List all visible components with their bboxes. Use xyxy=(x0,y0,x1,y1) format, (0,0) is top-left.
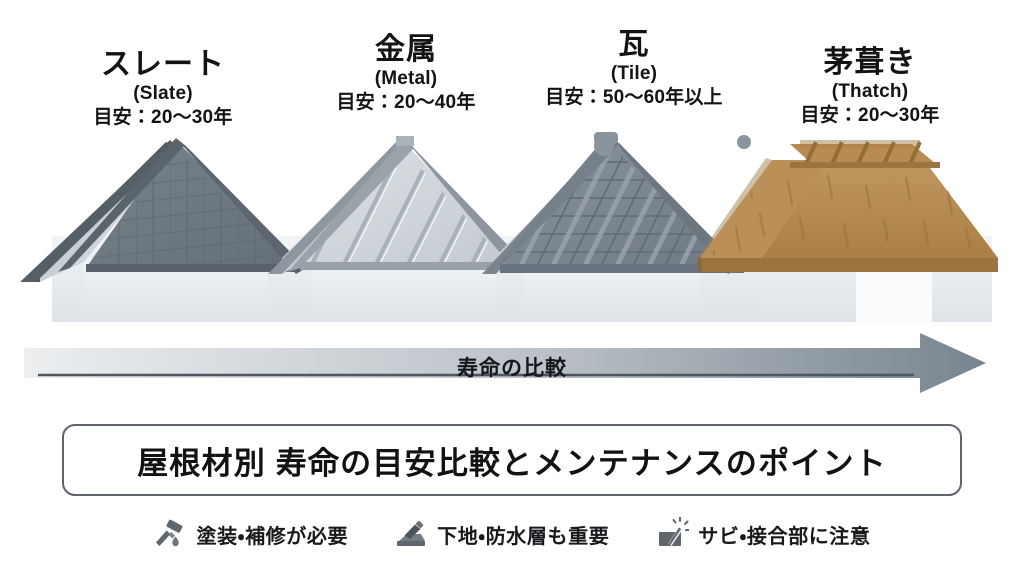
paint-roller-icon xyxy=(156,519,183,547)
hammer-impact-icon xyxy=(659,517,690,546)
page-title: 屋根材別 寿命の目安比較とメンテナンスのポイント xyxy=(137,445,887,481)
roof-name-jp: 茅葺き xyxy=(823,46,917,79)
roof-lifespan: 目安：50〜60年以上 xyxy=(545,86,723,108)
roof-label-metal: 金属 (Metal) 目安：20〜40年 xyxy=(295,33,517,113)
roof-label-thatch: 茅葺き (Thatch) 目安：20〜30年 xyxy=(750,46,990,126)
roof-name-jp: 瓦 xyxy=(618,28,650,61)
roof-name-en: (Thatch) xyxy=(831,80,909,102)
legend-label: 塗装・補修が必要 xyxy=(196,525,349,548)
roof-name-en: (Tile) xyxy=(610,62,658,84)
roof-name-en: (Metal) xyxy=(374,67,438,89)
house-thatch xyxy=(698,140,998,322)
arrow-caption: 寿命の比較 xyxy=(457,357,567,380)
roof-lifespan: 目安：20〜30年 xyxy=(800,104,940,126)
lifespan-comparison-arrow xyxy=(24,330,1000,396)
roof-name-en: (Slate) xyxy=(133,82,193,104)
legend-label: サビ・接合部に注意 xyxy=(698,525,871,548)
house-metal xyxy=(268,136,528,322)
roof-label-tile: 瓦 (Tile) 目安：50〜60年以上 xyxy=(516,28,752,108)
roof-name-jp: 金属 xyxy=(375,33,437,66)
legend-item-substrate: 下地・防水層も重要 xyxy=(394,517,609,551)
arrow-shape xyxy=(24,333,986,393)
houses-illustration xyxy=(0,132,1024,328)
maintenance-legend: 塗装・補修が必要 下地・防水層も重要 xyxy=(0,508,1024,560)
roof-name-jp: スレート xyxy=(101,48,225,81)
legend-item-rust: サビ・接合部に注意 xyxy=(655,517,870,551)
legend-label: 下地・防水層も重要 xyxy=(437,525,610,548)
roof-lifespan: 目安：20〜40年 xyxy=(336,91,476,113)
roof-label-slate: スレート (Slate) 目安：20〜30年 xyxy=(48,48,278,128)
house-tile xyxy=(482,132,751,322)
legend-item-painting: 塗装・補修が必要 xyxy=(153,517,348,551)
main-title-box: 屋根材別 寿命の目安比較とメンテナンスのポイント xyxy=(62,424,962,496)
trowel-substrate-icon xyxy=(397,520,426,546)
roof-lifespan: 目安：20〜30年 xyxy=(93,106,233,128)
